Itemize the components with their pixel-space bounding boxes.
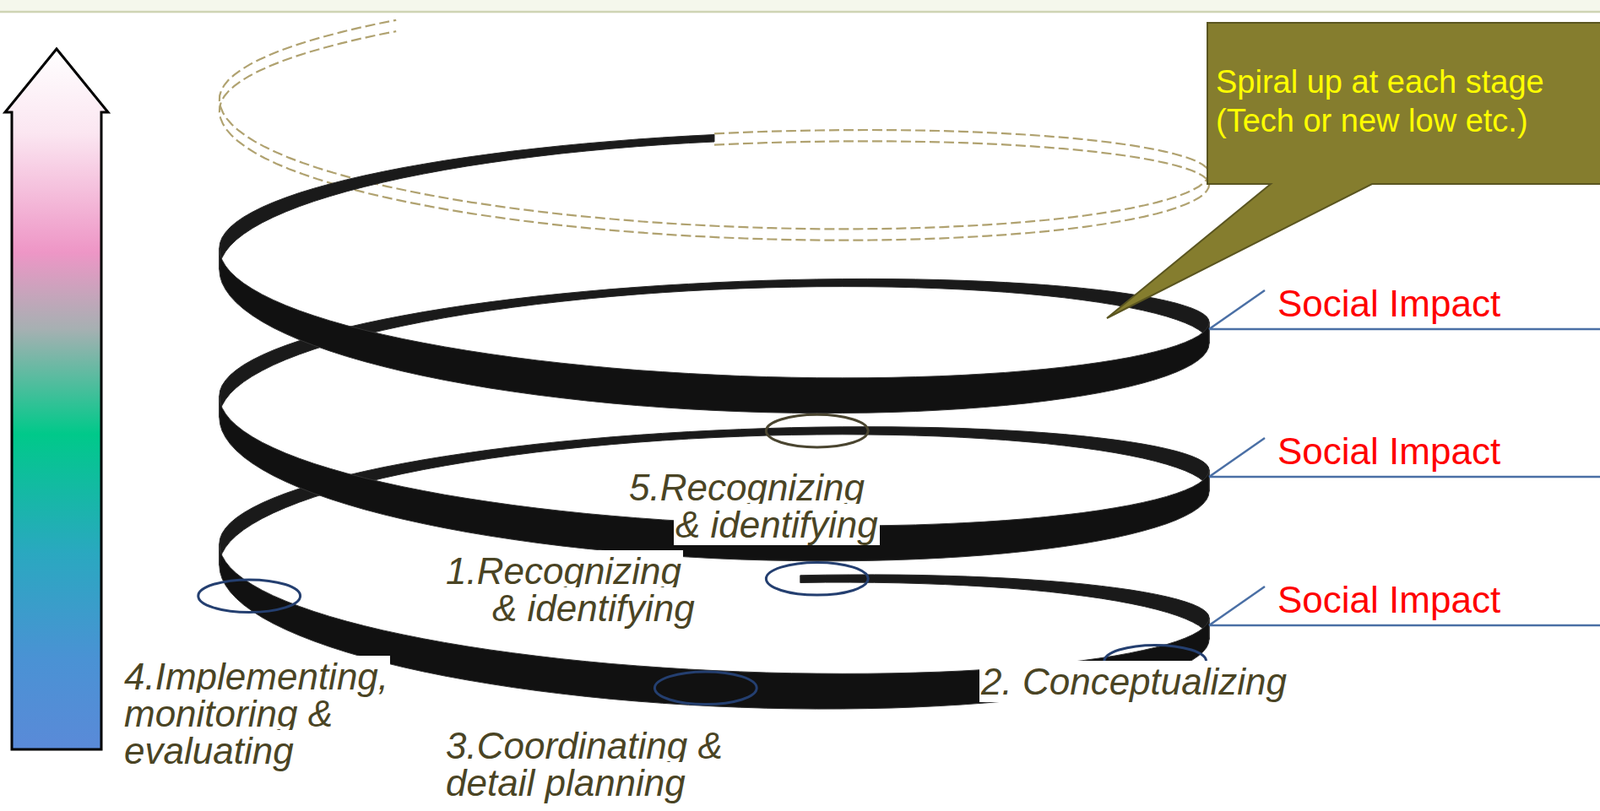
impact-text: Social Impact <box>1277 282 1501 325</box>
dashed-future-loop <box>219 20 1210 241</box>
stage-label: 3.Coordinating & detail planning <box>444 727 723 803</box>
stage-text: 4.Implementing, monitoring & evaluating <box>122 656 391 772</box>
spiral-front <box>219 248 1210 710</box>
stage-marker <box>765 563 868 597</box>
stage-text: 2. Conceptualizing <box>979 661 1289 703</box>
spiral-back <box>219 135 1210 640</box>
spiral-ribbon <box>219 248 1210 414</box>
impact-text: Social Impact <box>1277 579 1501 621</box>
stage-marker <box>654 672 757 706</box>
impact-label: Social Impact <box>1277 579 1501 622</box>
impact-label: Social Impact <box>1277 282 1501 326</box>
stage-label: 5.Recognizing & identifying <box>627 469 881 544</box>
dashed-loop-edge <box>219 20 1210 230</box>
impact-text: Social Impact <box>1277 430 1501 472</box>
stage-label: 4.Implementing, monitoring & evaluating <box>122 658 391 771</box>
stage-text: 1.Recognizing & identifying <box>444 550 697 630</box>
stage-label: 2. Conceptualizing <box>979 663 1289 701</box>
gradient-up-arrow <box>5 48 109 750</box>
spiral-ribbon <box>219 395 1210 562</box>
callout-box: Spiral up at each stage (Tech or new low… <box>1207 22 1600 185</box>
impact-label: Social Impact <box>1277 430 1501 473</box>
stage-label: 1.Recognizing & identifying <box>444 553 698 628</box>
top-frame <box>0 0 1600 12</box>
callout-text: Spiral up at each stage (Tech or new low… <box>1215 62 1550 141</box>
stage-text: 5.Recognizing & identifying <box>627 466 880 546</box>
stage-marker <box>198 580 301 613</box>
spiral-ribbon <box>219 135 715 271</box>
stage-marker <box>765 414 868 448</box>
spiral-ribbon <box>800 574 1210 640</box>
callout-shape <box>1106 22 1600 319</box>
stage-text: 3.Coordinating & detail planning <box>444 725 725 804</box>
